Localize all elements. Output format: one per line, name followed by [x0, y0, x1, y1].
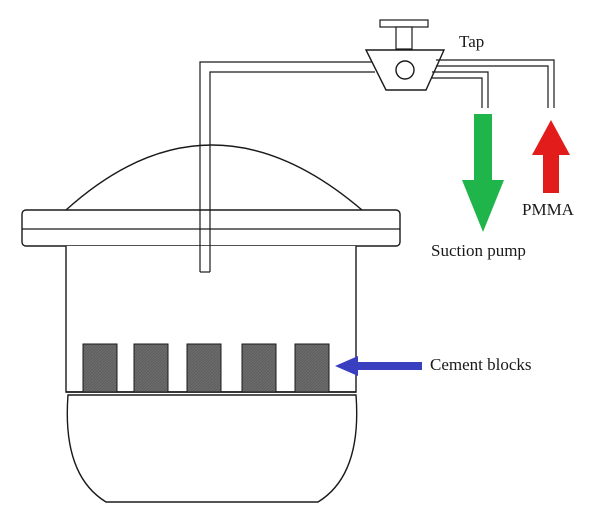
desiccator-flange — [21, 209, 401, 247]
pmma-label: PMMA — [522, 200, 574, 219]
cement-block — [133, 343, 169, 393]
desiccator-bottom-bowl — [66, 394, 358, 503]
arrow-up-icon — [532, 120, 570, 193]
suction-pump-label: Suction pump — [431, 241, 526, 260]
inlet-tube — [199, 61, 375, 273]
tap-valve — [364, 19, 446, 91]
cement-block — [294, 343, 330, 393]
suction-tube — [432, 71, 489, 108]
cement-block — [186, 343, 222, 393]
cement-blocks — [82, 343, 330, 393]
desiccator-dome — [65, 144, 363, 211]
arrow-down-icon — [462, 114, 504, 232]
cement-block — [241, 343, 277, 393]
pmma-tube — [436, 59, 555, 108]
tap-label: Tap — [459, 32, 485, 51]
cement-block — [82, 343, 118, 393]
arrow-left-icon — [335, 356, 422, 376]
cement-blocks-label: Cement blocks — [430, 355, 532, 374]
